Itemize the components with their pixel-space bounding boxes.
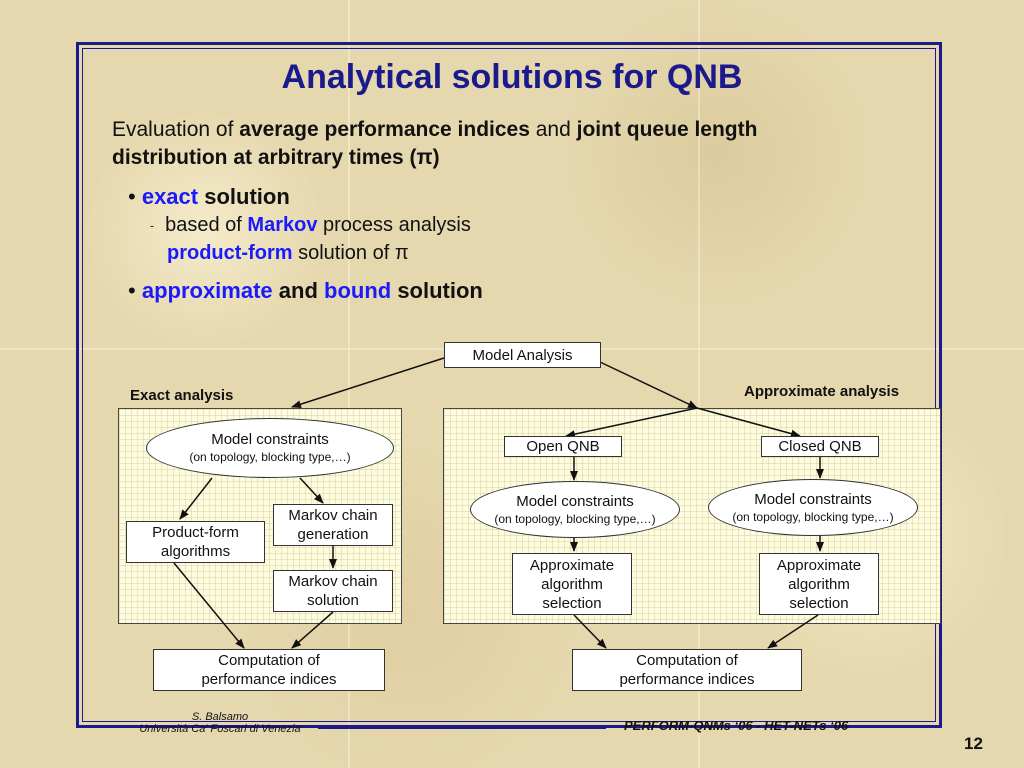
open-constraints-ellipse: Model constraints (on topology, blocking… bbox=[470, 481, 680, 538]
box-line: performance indices bbox=[619, 671, 755, 688]
slide-frame-inner bbox=[82, 48, 936, 722]
footer-university: Università Ca' Foscari di Venezia bbox=[139, 723, 301, 735]
ellipse-title: Model constraints bbox=[754, 490, 872, 508]
ellipse-title: Model constraints bbox=[211, 431, 329, 448]
ellipse-subtitle: (on topology, blocking type,…) bbox=[494, 511, 656, 526]
bullet-keyword: approximate bbox=[141, 278, 273, 303]
closed-constraints-ellipse: Model constraints (on topology, blocking… bbox=[708, 479, 918, 536]
footer-event: PERFORM-QNMs ‘06 - HET-NETs ‘06 bbox=[624, 718, 849, 733]
arrow-to-markov-gen bbox=[299, 477, 324, 504]
intro-part: Evaluation of bbox=[112, 118, 240, 141]
sub-bullet-text: based of bbox=[165, 214, 248, 236]
open-algorithm-selection-box: Approximate algorithm selection bbox=[512, 553, 632, 615]
box-line: Approximate bbox=[529, 556, 615, 574]
sub-bullet-text: process analysis bbox=[317, 214, 471, 236]
bullet-text: solution bbox=[198, 184, 290, 209]
bullet-mark: • bbox=[128, 184, 136, 209]
box-line: selection bbox=[542, 594, 602, 612]
tile-seam bbox=[698, 0, 700, 768]
approx-computation-box: Computation of performance indices bbox=[572, 649, 802, 691]
intro-text: Evaluation of average performance indice… bbox=[112, 116, 912, 172]
arrow-algo-right-to-computation bbox=[767, 614, 819, 649]
bullet-keyword: bound bbox=[324, 278, 392, 303]
sub-bullet-keyword: product-form bbox=[167, 242, 293, 264]
footer-author-block: S. Balsamo Università Ca' Foscari di Ven… bbox=[120, 711, 320, 735]
sub-bullet-mark: - bbox=[150, 218, 154, 233]
intro-part: joint queue length bbox=[576, 118, 758, 141]
intro-part: and bbox=[529, 118, 577, 141]
intro-part: distribution at arbitrary times (π) bbox=[112, 146, 440, 169]
box-line: generation bbox=[297, 526, 369, 543]
sub-bullet-markov: - based of Markov process analysis bbox=[150, 214, 471, 237]
ellipse-subtitle: (on topology, blocking type,…) bbox=[732, 509, 894, 524]
box-line: algorithm bbox=[541, 575, 603, 593]
sub-bullet-keyword: Markov bbox=[247, 214, 318, 236]
arrow-to-open bbox=[565, 407, 698, 439]
sub-bullet-text: solution of π bbox=[292, 242, 409, 264]
sub-bullet-product-form: product-form solution of π bbox=[167, 242, 409, 265]
box-line: Product-form bbox=[152, 524, 239, 541]
box-line: selection bbox=[789, 594, 849, 612]
arrow-to-exact bbox=[291, 357, 445, 409]
slide-title: Analytical solutions for QNB bbox=[281, 58, 743, 96]
bullet-text: and bbox=[272, 278, 324, 303]
box-line: Computation of bbox=[636, 652, 738, 669]
arrow-to-closed bbox=[696, 407, 801, 438]
model-analysis-box: Model Analysis bbox=[444, 342, 601, 368]
arrow-to-approximate bbox=[599, 361, 698, 409]
markov-solution-box: Markov chain solution bbox=[273, 570, 393, 612]
footer-author: S. Balsamo bbox=[191, 711, 249, 723]
approximate-analysis-label: Approximate analysis bbox=[744, 383, 900, 400]
product-form-box: Product-form algorithms bbox=[126, 521, 265, 563]
arrow-to-product-form bbox=[179, 477, 213, 520]
bullet-mark: • bbox=[128, 278, 136, 303]
box-line: algorithms bbox=[160, 543, 231, 560]
box-line: Markov chain bbox=[288, 573, 378, 590]
box-line: solution bbox=[307, 592, 359, 609]
arrow-markov-to-computation bbox=[291, 611, 334, 649]
box-line: Approximate bbox=[776, 556, 862, 574]
page-number: 12 bbox=[964, 734, 983, 753]
closed-qnb-box: Closed QNB bbox=[761, 436, 879, 457]
bullet-approximate: • approximate and bound solution bbox=[128, 278, 483, 304]
box-line: Computation of bbox=[218, 652, 320, 669]
footer-rule bbox=[318, 728, 606, 729]
tile-seam bbox=[348, 0, 350, 768]
arrow-product-to-computation bbox=[173, 562, 245, 649]
bullet-keyword: exact bbox=[141, 184, 199, 209]
box-line: Markov chain bbox=[288, 507, 378, 524]
exact-computation-box: Computation of performance indices bbox=[153, 649, 385, 691]
slide-frame bbox=[76, 42, 942, 728]
bullet-text: solution bbox=[391, 278, 483, 303]
closed-algorithm-selection-box: Approximate algorithm selection bbox=[759, 553, 879, 615]
bullet-exact: • exact solution bbox=[128, 184, 290, 210]
exact-constraints-ellipse: Model constraints (on topology, blocking… bbox=[146, 418, 394, 478]
markov-generation-box: Markov chain generation bbox=[273, 504, 393, 546]
intro-part: average performance indices bbox=[239, 118, 530, 141]
arrow-algo-left-to-computation bbox=[573, 614, 607, 649]
exact-analysis-label: Exact analysis bbox=[130, 387, 234, 404]
ellipse-title: Model constraints bbox=[516, 492, 634, 510]
open-qnb-box: Open QNB bbox=[504, 436, 622, 457]
box-line: performance indices bbox=[201, 671, 337, 688]
ellipse-subtitle: (on topology, blocking type,…) bbox=[189, 450, 351, 464]
box-line: algorithm bbox=[788, 575, 850, 593]
